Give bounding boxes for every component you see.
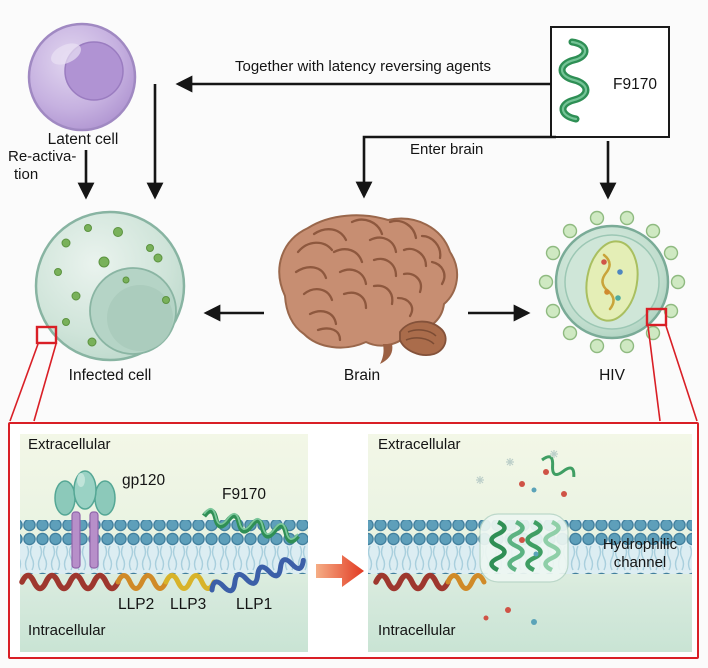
f9170-peptide-icon bbox=[558, 38, 590, 123]
gp41-stalks bbox=[71, 511, 99, 569]
hiv-virion-illustration bbox=[538, 210, 686, 354]
f9170-box-label: F9170 bbox=[613, 76, 657, 93]
zoom-source-infected-cell bbox=[35, 325, 58, 345]
llp1-label: LLP1 bbox=[236, 596, 273, 613]
membrane-panels bbox=[10, 434, 692, 652]
f9170-structure-box bbox=[550, 26, 670, 138]
sparkle-icons bbox=[476, 450, 558, 484]
right-intracellular-label: Intracellular bbox=[378, 622, 456, 639]
panel-after bbox=[368, 434, 692, 652]
brain-illustration bbox=[278, 214, 459, 364]
latent-cell-label: Latent cell bbox=[47, 131, 119, 148]
right-extracellular-label: Extracellular bbox=[378, 436, 461, 453]
hiv-spikes bbox=[538, 210, 686, 354]
gp120-label: gp120 bbox=[122, 472, 166, 489]
hydrophilic-channel-label-line1: Hydrophilic bbox=[602, 536, 678, 553]
reactivation-label: Re-activa- tion bbox=[8, 148, 82, 184]
brain-label: Brain bbox=[343, 367, 381, 384]
enter-brain-label: Enter brain bbox=[410, 141, 484, 158]
lra-arrow-label: Together with latency reversing agents bbox=[235, 58, 491, 75]
left-intracellular-label: Intracellular bbox=[28, 622, 106, 639]
arrow-enter-brain bbox=[355, 135, 556, 199]
infected-cell-label: Infected cell bbox=[68, 367, 152, 384]
panel-before bbox=[20, 434, 308, 652]
hiv-label: HIV bbox=[599, 367, 625, 384]
hydrophilic-channel-label: Hydrophilic channel bbox=[588, 536, 692, 572]
infected-cell-illustration bbox=[34, 210, 186, 362]
hydrophilic-channel-label-line2: channel bbox=[613, 554, 667, 571]
reactivation-label-line2: tion bbox=[14, 166, 39, 183]
f9170-membrane-label: F9170 bbox=[222, 486, 266, 503]
zoom-detail-box: Extracellular gp120 F9170 LLP2 LLP3 LLP1… bbox=[8, 422, 699, 659]
left-extracellular-label: Extracellular bbox=[28, 436, 111, 453]
zoom-source-hiv bbox=[645, 307, 668, 327]
gp120-trimer bbox=[54, 470, 116, 516]
zoom-connector-lines bbox=[9, 325, 698, 422]
latent-cell-illustration bbox=[27, 22, 137, 132]
molecule-dots bbox=[483, 469, 567, 625]
llp3-label: LLP3 bbox=[170, 596, 207, 613]
transition-arrow-icon bbox=[316, 555, 364, 587]
reactivation-label-line1: Re-activa- bbox=[8, 148, 77, 165]
hydrophilic-channel bbox=[479, 513, 569, 583]
llp2-label: LLP2 bbox=[118, 596, 155, 613]
